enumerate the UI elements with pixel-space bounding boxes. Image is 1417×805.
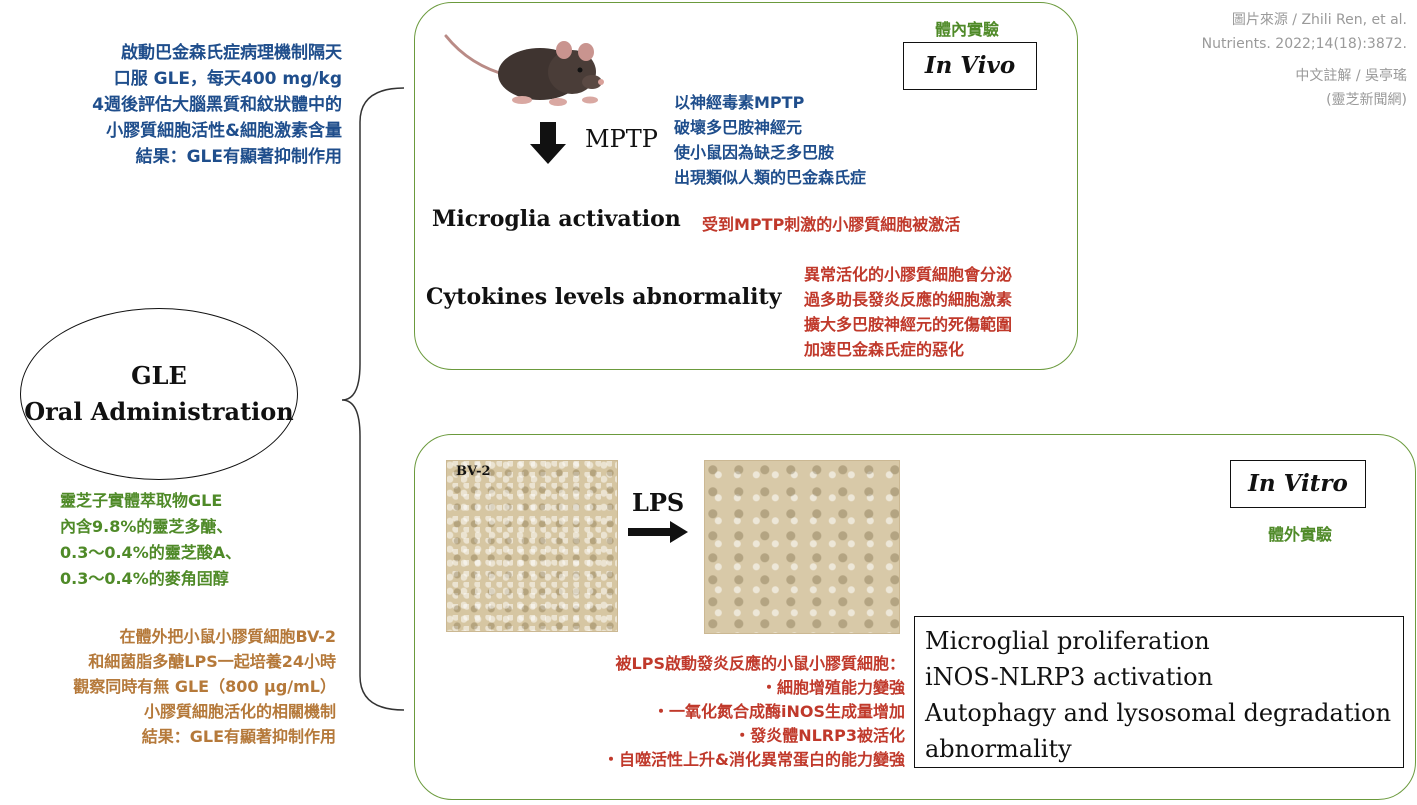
in-vitro-method-note: 在體外把小鼠小膠質細胞BV-2 和細菌脂多醣LPS一起培養24小時 觀察同時有無… [10,624,336,749]
mptp-note-line: 使小鼠因為缺乏多巴胺 [674,143,835,162]
in-vitro-results-box: Microglial proliferation iNOS-NLRP3 acti… [914,616,1404,768]
cytokine-note-line: 異常活化的小膠質細胞會分泌 [804,265,1013,284]
effect-item: ・細胞增殖能力變強 [760,678,905,697]
note-line: 在體外把小鼠小膠質細胞BV-2 [119,627,336,646]
right-arrow-icon [628,521,688,543]
curly-brace [341,87,405,711]
note-line: 啟動巴金森氏症病理機制隔天 [121,43,342,63]
note-line: 結果：GLE有顯著抑制作用 [141,727,336,746]
in-vitro-effects: 被LPS啟動發炎反應的小鼠小膠質細胞： ・細胞增殖能力變強 ・一氧化氮合成酶iN… [603,652,905,772]
mptp-note-line: 破壞多巴胺神經元 [674,118,803,137]
in-vivo-method-note: 啟動巴金森氏症病理機制隔天 口服 GLE，每天400 mg/kg 4週後評估大腦… [20,40,342,170]
note-line: 4週後評估大腦黑質和紋狀體中的 [92,95,342,115]
center-title-line-2: Oral Administration [24,397,294,426]
note-line: 和細菌脂多醣LPS一起培養24小時 [88,652,336,671]
gle-composition-note: 靈芝子實體萃取物GLE 內含9.8%的靈芝多醣、 0.3～0.4%的靈芝酸A、 … [60,488,300,592]
cytokine-note-line: 加速巴金森氏症的惡化 [804,340,965,359]
mptp-note-line: 出現類似人類的巴金森氏症 [674,168,867,187]
down-arrow-icon [530,122,566,164]
image-credit: 圖片來源 / Zhili Ren, et al. Nutrients. 2022… [1202,8,1407,112]
credit-line-2: Nutrients. 2022;14(18):3872. [1201,36,1407,52]
note-line: 0.3～0.4%的麥角固醇 [60,569,229,588]
mptp-notes: 以神經毒素MPTP 破壞多巴胺神經元 使小鼠因為缺乏多巴胺 出現類似人類的巴金森… [674,90,866,190]
result-line: Microglial proliferation [925,627,1210,655]
note-line: 小膠質細胞活化的相關機制 [143,702,336,721]
microglia-activation-label: Microglia activation [432,206,681,232]
note-line: 內含9.8%的靈芝多醣、 [60,517,233,536]
credit-line-3: 中文註解 / 吳亭瑤 [1295,68,1407,84]
result-line: Autophagy and lysosomal degradation [925,699,1392,727]
effects-heading: 被LPS啟動發炎反應的小鼠小膠質細胞： [615,654,905,673]
cytokines-abnormality-label: Cytokines levels abnormality [426,284,782,310]
note-line: 口服 GLE，每天400 mg/kg [113,69,342,89]
bv2-lps-micrograph [704,460,900,634]
center-title-line-1: GLE [131,361,187,390]
in-vivo-title: In Vivo [903,42,1037,90]
bv2-control-micrograph [446,460,618,632]
credit-line-4: (靈芝新聞網) [1326,92,1407,108]
cytokine-note-line: 過多助長發炎反應的細胞激素 [804,290,1013,309]
mouse-illustration [444,34,604,106]
note-line: 結果：GLE有顯著抑制作用 [135,147,342,167]
gle-oral-administration-ellipse: GLE Oral Administration [20,308,298,480]
effect-item: ・一氧化氮合成酶iNOS生成量增加 [652,702,905,721]
lps-label: LPS [632,488,685,517]
note-line: 0.3～0.4%的靈芝酸A、 [60,543,242,562]
bv2-photo-label: BV-2 [456,464,491,479]
credit-line-1: 圖片來源 / Zhili Ren, et al. [1231,12,1407,28]
result-line: abnormality [925,735,1072,763]
effect-item: ・發炎體NLRP3被活化 [734,726,905,745]
microglia-activation-note: 受到MPTP刺激的小膠質細胞被激活 [702,215,961,234]
mptp-note-line: 以神經毒素MPTP [674,93,805,112]
effect-item: ・自噬活性上升&消化異常蛋白的能力變強 [603,750,905,769]
in-vitro-panel [414,434,1416,800]
note-line: 靈芝子實體萃取物GLE [60,491,223,510]
mptp-label: MPTP [585,125,658,153]
in-vitro-label-cn: 體外實驗 [1268,525,1333,544]
in-vivo-label-cn: 體內實驗 [935,20,1000,39]
note-line: 小膠質細胞活性&細胞激素含量 [106,121,342,141]
in-vivo-panel [414,2,1078,370]
in-vitro-title: In Vitro [1230,460,1366,508]
result-line: iNOS-NLRP3 activation [925,663,1213,691]
note-line: 觀察同時有無 GLE（800 μg/mL） [73,677,336,696]
cytokines-notes: 異常活化的小膠質細胞會分泌 過多助長發炎反應的細胞激素 擴大多巴胺神經元的死傷範… [804,262,1012,362]
cytokine-note-line: 擴大多巴胺神經元的死傷範圍 [804,315,1013,334]
